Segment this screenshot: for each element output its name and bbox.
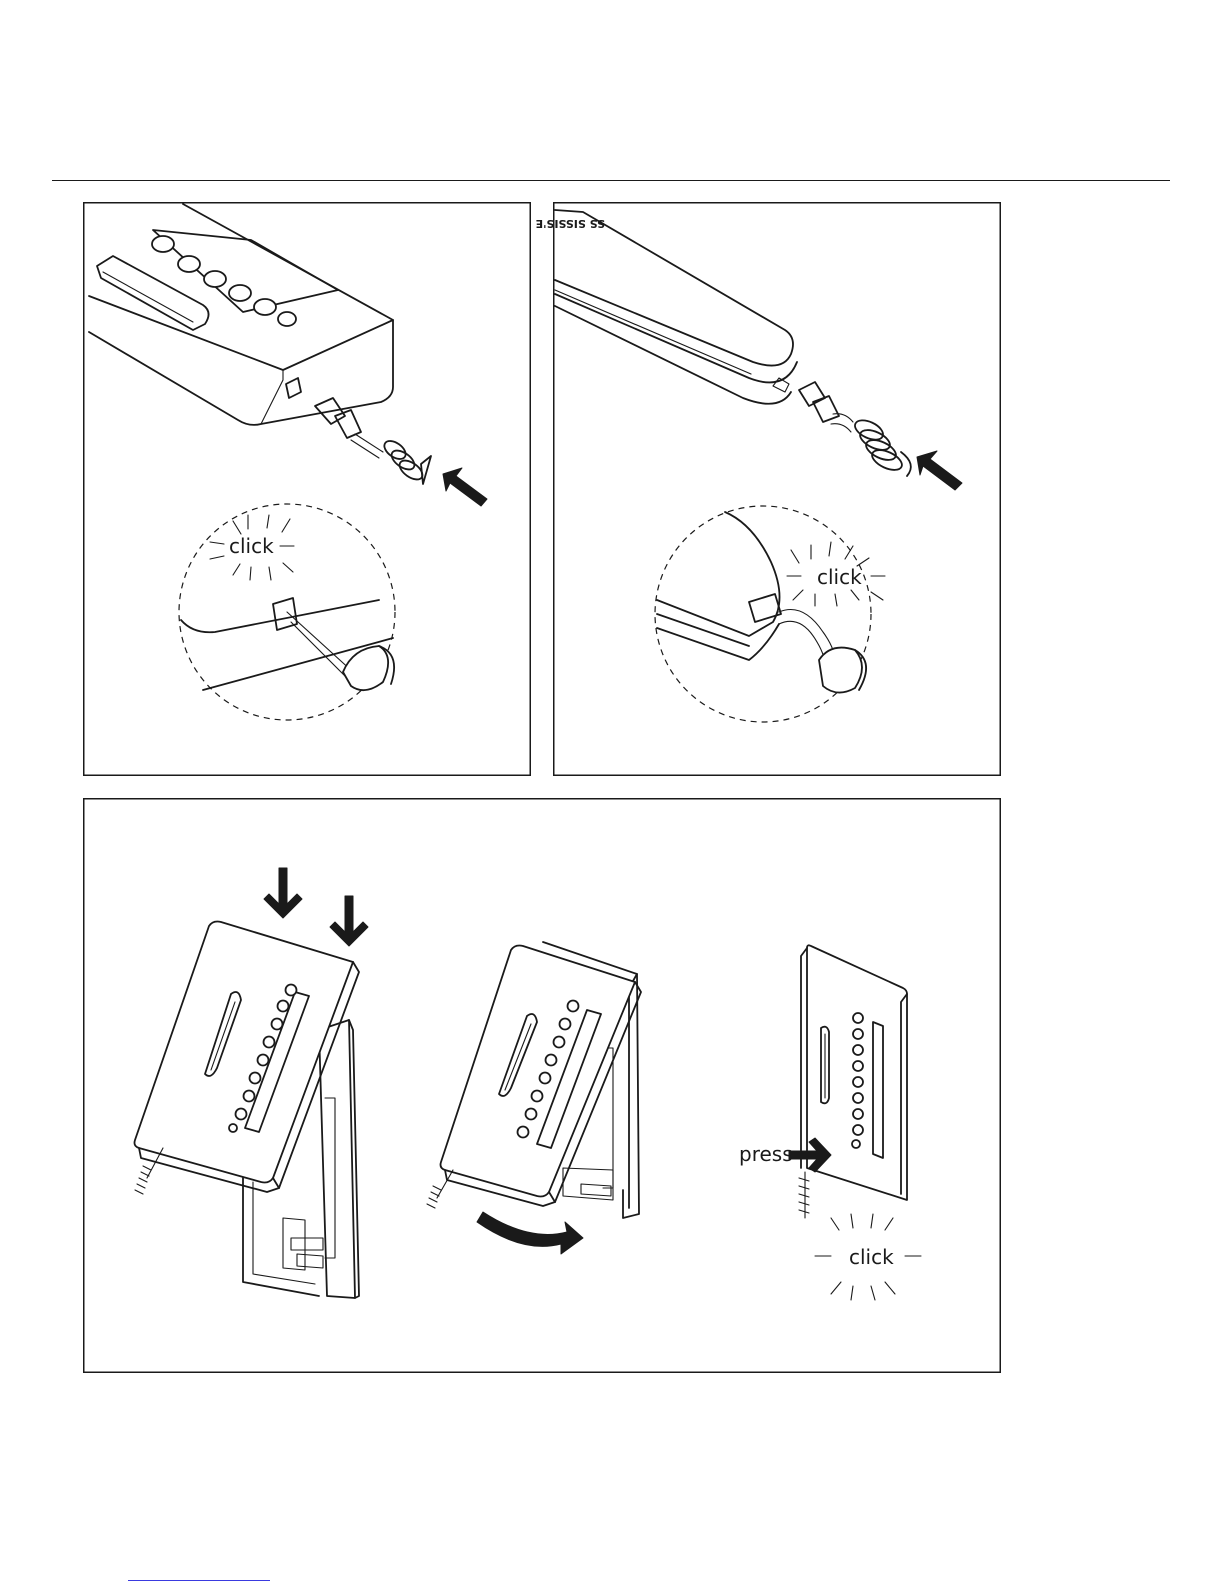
unit-button-3 [204, 271, 226, 287]
panel-frame [554, 203, 1001, 776]
panel-connect-cable-unit: click [83, 202, 531, 776]
panel-mount-unit-on-bracket: press click [83, 798, 1001, 1373]
click-label: click [817, 565, 862, 589]
click-label: click [849, 1245, 894, 1269]
unit-button-5 [254, 299, 276, 315]
panel-connect-cable-handset: SS SISSIS'E click [553, 202, 1001, 776]
click-label: click [229, 534, 274, 558]
unit-button-6 [278, 312, 296, 326]
header-rule [52, 180, 1170, 181]
press-label: press [739, 1142, 793, 1166]
unit-button-4 [229, 285, 251, 301]
footer-link-underline [128, 1580, 270, 1581]
unit-button-1 [152, 236, 174, 252]
handset-lettering: SS SISSIS'E [536, 217, 605, 230]
unit-button-2 [178, 256, 200, 272]
